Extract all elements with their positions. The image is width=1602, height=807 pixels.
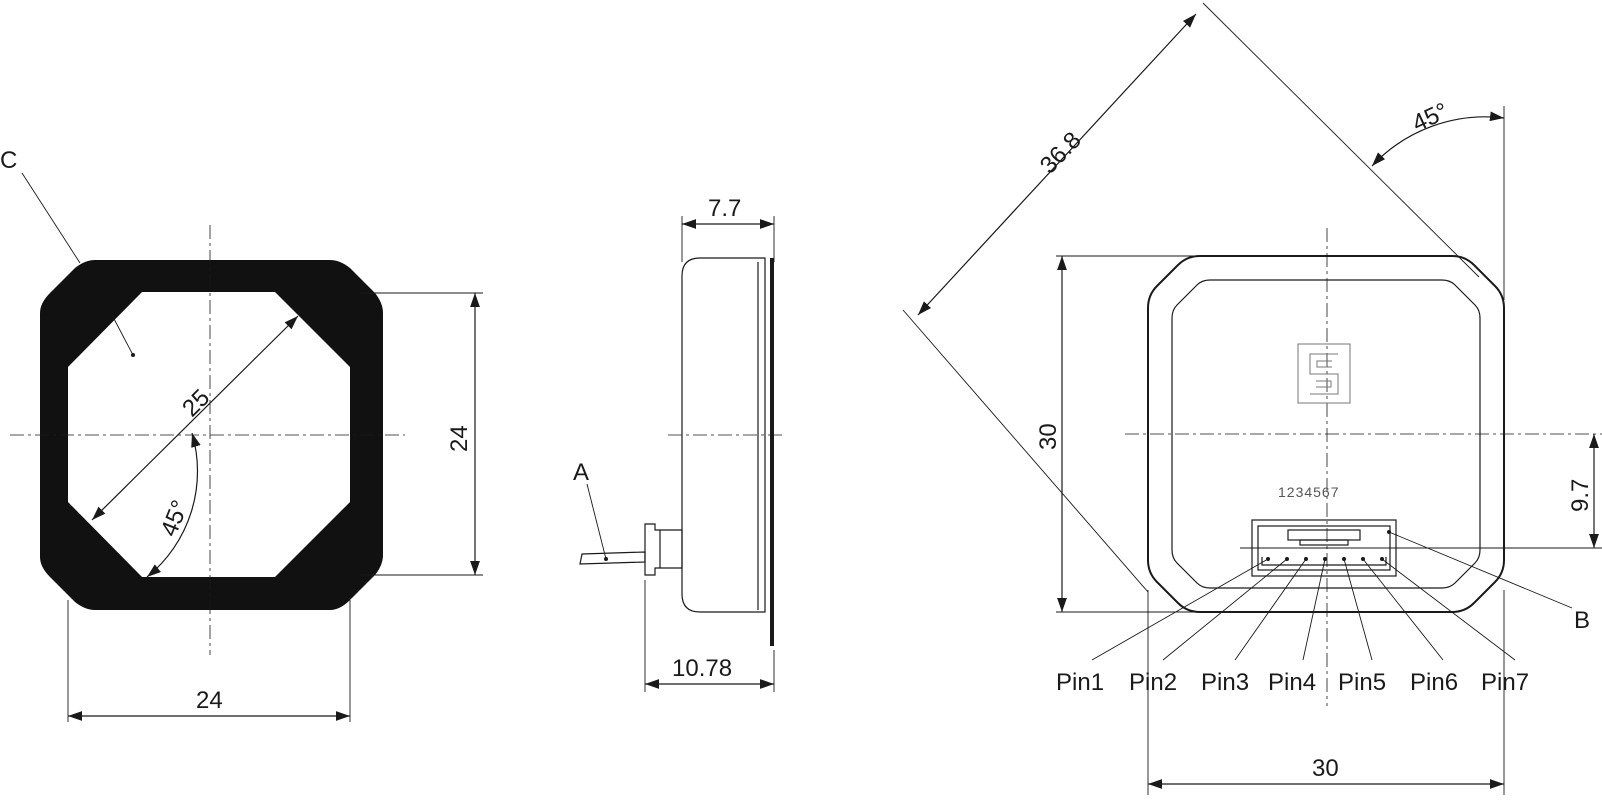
- front-width-label: 24: [196, 687, 223, 714]
- rear-diagonal-label: 36.8: [1035, 127, 1087, 179]
- logo-symbol: [1309, 353, 1339, 395]
- side-body: [681, 257, 766, 613]
- inner-leader-dot: [131, 353, 135, 357]
- diagonal-dimension-label: 25: [177, 384, 215, 422]
- inner-leader: [111, 314, 134, 356]
- side-total-label: 10.78: [672, 655, 732, 682]
- pin-leaders: [1091, 558, 1516, 661]
- pin-label-3: Pin3: [1201, 669, 1249, 696]
- side-view: A 7.7 10.78: [573, 195, 782, 692]
- pin-leader-7: [1381, 558, 1516, 661]
- pin-number-strip: 1234567: [1278, 484, 1340, 500]
- rear-view: 1234567 B Pin1: [902, 2, 1602, 795]
- rear-width-label: 30: [1312, 755, 1339, 782]
- pin-label-7: Pin7: [1481, 669, 1529, 696]
- logo-frame: [1297, 343, 1351, 404]
- pin-leader-3: [1234, 558, 1307, 661]
- front-view: C 25 45° 24 24: [0, 147, 483, 722]
- leader-c: [21, 172, 81, 264]
- pin-labels: Pin1 Pin2 Pin3 Pin4 Pin5 Pin6 Pin7: [1056, 669, 1529, 696]
- rear-diagonal-ext-bottom: [902, 309, 1149, 593]
- leader-a-dot: [604, 557, 608, 561]
- front-angle-label: 45°: [156, 496, 195, 540]
- leader-b: [1388, 531, 1573, 609]
- rear-connector-latch-base: [1299, 539, 1349, 546]
- pin-label-1: Pin1: [1056, 669, 1104, 696]
- callout-b: B: [1574, 607, 1590, 634]
- rear-diagonal-dimension-line: [917, 13, 1197, 316]
- pin-label-6: Pin6: [1410, 669, 1458, 696]
- front-height-label: 24: [446, 425, 473, 452]
- pin-leader-5: [1343, 558, 1373, 661]
- rear-connector-latch: [1287, 529, 1361, 541]
- rear-height-label: 30: [1035, 423, 1062, 450]
- rear-diagonal-ext-top: [1202, 2, 1480, 278]
- leader-a: [586, 483, 607, 560]
- callout-c: C: [0, 147, 17, 174]
- diagonal-dimension-line: [91, 315, 299, 521]
- rear-angle-label: 45°: [1408, 98, 1452, 138]
- side-flange: [770, 258, 774, 646]
- side-cable: [579, 551, 646, 565]
- rear-offset-label: 9.7: [1567, 479, 1594, 512]
- pin-leader-1: [1091, 558, 1269, 661]
- pin-leader-2: [1162, 558, 1288, 661]
- front-frame: [40, 260, 383, 610]
- pin-label-5: Pin5: [1338, 669, 1386, 696]
- front-angle-arc: [146, 432, 201, 578]
- side-connector: [644, 523, 683, 576]
- manufacturer-logo: [1297, 343, 1351, 404]
- pin-leader-6: [1362, 558, 1444, 661]
- side-depth-label: 7.7: [708, 195, 741, 222]
- pin-label-4: Pin4: [1268, 669, 1316, 696]
- pin-label-2: Pin2: [1129, 669, 1177, 696]
- callout-a: A: [573, 459, 589, 486]
- rear-angle-arc: [1371, 111, 1505, 167]
- pin-leader-4: [1302, 558, 1326, 661]
